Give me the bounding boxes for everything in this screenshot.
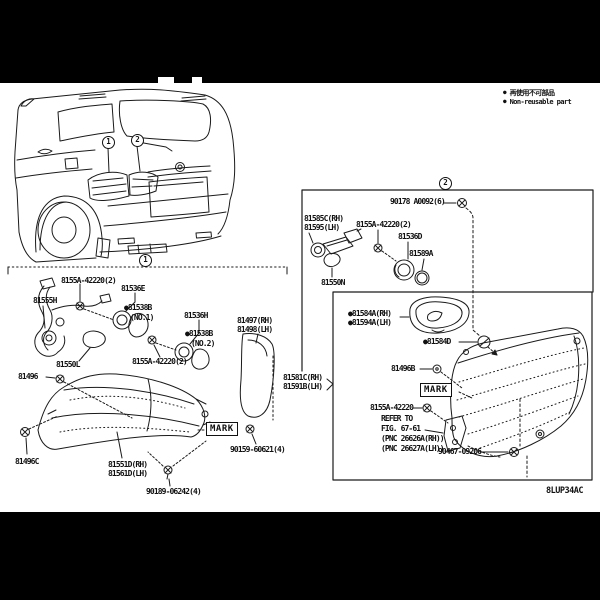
car-drawing [14,88,236,263]
section2-socket-drawing [373,198,482,338]
part-label-no1: (NO.1) [130,313,154,322]
section1-fasteners [20,355,274,487]
refer-note-line2: FIG. 67-61 [381,424,421,433]
part-label-81551D: 81551D(RH) [108,460,148,469]
legend: ● 再使用不可部品 ● Non-reusable part [503,89,572,107]
part-label-81561D: 81561D(LH) [108,469,148,478]
part-label-81584A: ●81584A(RH) [348,309,392,318]
socket-wire-assy-drawing [308,228,363,278]
refer-note-line1: REFER TO [381,414,413,423]
part-label-81536D: 81536D [398,232,422,241]
screw-icon [245,424,255,434]
part-label-81498: 81498(LH) [237,325,273,334]
part-label-90467: 90467-09206 [438,447,482,456]
part-label-81536H: 81536H [184,311,208,320]
part-label-81591B: 81591B(LH) [283,382,323,391]
part-label-81536E: 81536E [121,284,145,293]
part-label-screw-lower-s1: 8155A-42220(2) [132,357,188,366]
refer-note-line3: (PNC 26626A(RH)) [381,434,445,443]
page-edge-notch [192,77,202,83]
part-label-81496B: 81496B [391,364,415,373]
section2-bracket [301,189,594,481]
harness-drawing [34,277,112,357]
part-label-81585C: 81585C(RH) [304,214,344,223]
mark-box-section2: MARK [420,383,452,397]
non-reusable-bullet-icon: ● [503,89,507,96]
clip-icon [509,447,519,457]
refer-note-line4: (PNC 26627A(LH)) [381,444,445,453]
lamp-housing-drawing [443,327,589,478]
section2-fasteners [412,364,519,457]
mark-box-section1: MARK [206,422,238,436]
screw-icon [432,364,442,374]
page-edge-notch [158,77,174,83]
screw-icon [373,243,383,253]
part-label-81497: 81497(RH) [237,316,273,325]
part-label-81594A: ●81594A(LH) [348,318,392,327]
callout-1-car: 1 [102,136,115,149]
cover-panel-drawing [239,333,275,418]
part-label-81538B-no2: ●81538B [185,329,213,338]
part-label-81584D: ●81584D [423,337,451,346]
grommet-drawing [458,335,498,356]
part-label-screw-lower-s2: 8155A-42220 [370,403,414,412]
part-label-screw-upper-s1: 8155A-42220(2) [61,276,117,285]
screw-icon [163,465,173,480]
screw-icon [75,301,85,311]
legend-row-en: ● Non-reusable part [503,98,572,106]
screw-icon [422,403,432,413]
part-label-81538B-no1: ●81538B [124,303,152,312]
part-label-81581C: 81581C(RH) [283,373,323,382]
legend-row-jp: ● 再使用不可部品 [503,89,571,97]
part-label-81496C: 81496C [15,457,39,466]
part-label-81589A: 81589A [409,249,433,258]
legend-jp-text: 再使用不可部品 [509,89,555,97]
screw-icon [147,335,157,345]
part-label-81496: 81496 [18,372,38,381]
non-reusable-bullet-icon: ● [503,98,507,105]
screw-icon [20,427,30,437]
part-label-81550L: 81550L [56,360,80,369]
part-label-90159: 90159-60621(4) [230,445,286,454]
callout-1-section: 1 [139,254,152,267]
letterbox-bottom [0,512,600,600]
callout-2-car: 2 [131,134,144,147]
part-label-no2: (NO.2) [191,339,215,348]
drawing-code: 8LUP34AC [546,486,583,496]
part-label-90189: 90189-06242(4) [146,487,202,496]
pad-81550L-drawing [78,330,106,362]
screw-icon [55,374,65,384]
letterbox-top [0,0,600,83]
part-label-81550N: 81550N [321,278,345,287]
lamp-lens-drawing [37,373,211,450]
socket-bulb-drawings [75,283,210,370]
section1-bracket [7,266,288,275]
callout-2-section: 2 [439,177,452,190]
part-label-81555H: 81555H [33,296,57,305]
legend-en-text: Non-reusable part [509,98,572,106]
part-label-90178: 90178 A0092(6) [390,197,446,206]
gasket-drawing [399,296,470,334]
nut-icon [457,198,467,208]
part-label-81595: 81595(LH) [304,223,340,232]
part-label-screw-upper-s2: 8155A-42220(2) [356,220,412,229]
